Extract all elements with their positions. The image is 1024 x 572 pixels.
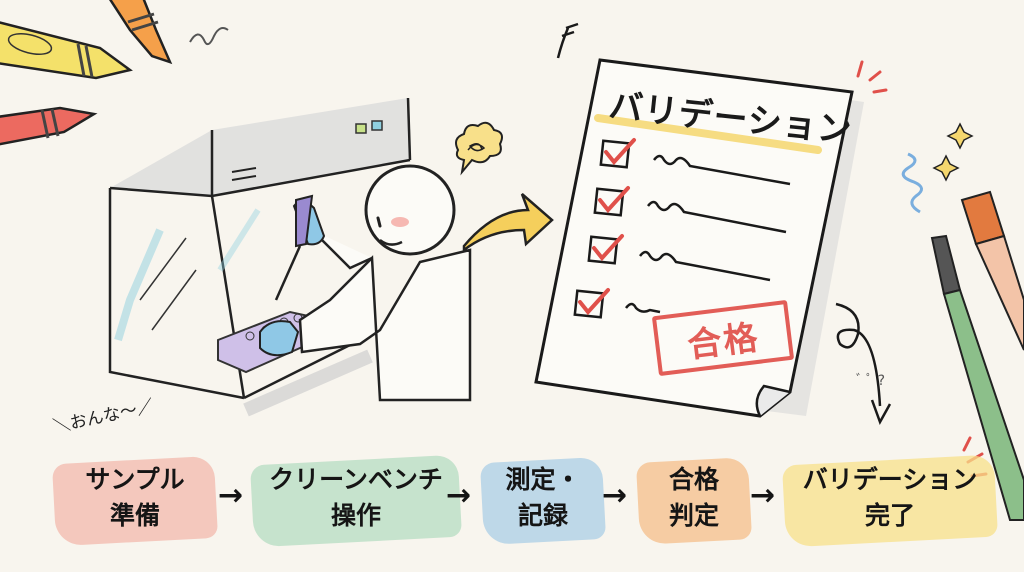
sparkle-icon (932, 154, 960, 182)
crayon-red-icon (0, 106, 98, 146)
flow-step-sample-prep: サンプル 準備 (51, 448, 219, 548)
step-label-line2: 記録 (517, 501, 568, 530)
flow-arrow-icon: → (446, 478, 472, 513)
flow-arrow-icon: → (218, 478, 244, 513)
step-label-line1: サンプル (85, 465, 185, 494)
step-label-line1: 合格 (668, 465, 719, 494)
step-label-line2: 完了 (864, 501, 915, 530)
flow-step-measure-record: 測定・ 記録 (479, 448, 607, 548)
pipette-icon (274, 194, 314, 301)
crayon-orange-icon (109, 0, 173, 65)
flow-step-pass-judgement: 合格 判定 (635, 448, 753, 548)
checkbox-icon (587, 234, 771, 282)
checklist-document (534, 58, 864, 418)
crayon-yellow-icon (0, 21, 133, 80)
sparkle-icon (946, 122, 974, 150)
marker-orange-icon (960, 190, 1024, 351)
curved-arrow-icon (462, 193, 554, 253)
scientist (259, 164, 472, 402)
flow-arrow-icon: → (602, 478, 628, 513)
step-label-line2: 操作 (330, 501, 381, 530)
worry-bubble-icon (455, 121, 503, 176)
checkbox-icon (573, 288, 661, 319)
checkbox-icon (599, 138, 791, 186)
loop-arrow-icon (835, 302, 892, 426)
step-label-line2: 判定 (668, 501, 719, 530)
process-flow: サンプル 準備 → クリーンベンチ 操作 → 測定・ 記録 → 合格 判定 → … (51, 448, 1000, 548)
flow-step-clean-bench: クリーンベンチ 操作 (249, 448, 463, 548)
step-label-line2: 準備 (109, 501, 160, 530)
flow-step-validation-complete: バリデーション 完了 (781, 448, 999, 548)
clean-bench (108, 97, 412, 417)
checkbox-icon (593, 186, 787, 234)
step-label-line1: バリデーション (802, 465, 978, 494)
flow-arrow-icon: → (750, 478, 776, 513)
step-label-line1: 測定・ (505, 465, 581, 494)
step-label-line1: クリーンベンチ (269, 465, 443, 494)
mumble-marks: ﾞ ﾟ ? (856, 373, 886, 389)
marker-green-icon (930, 234, 1024, 521)
